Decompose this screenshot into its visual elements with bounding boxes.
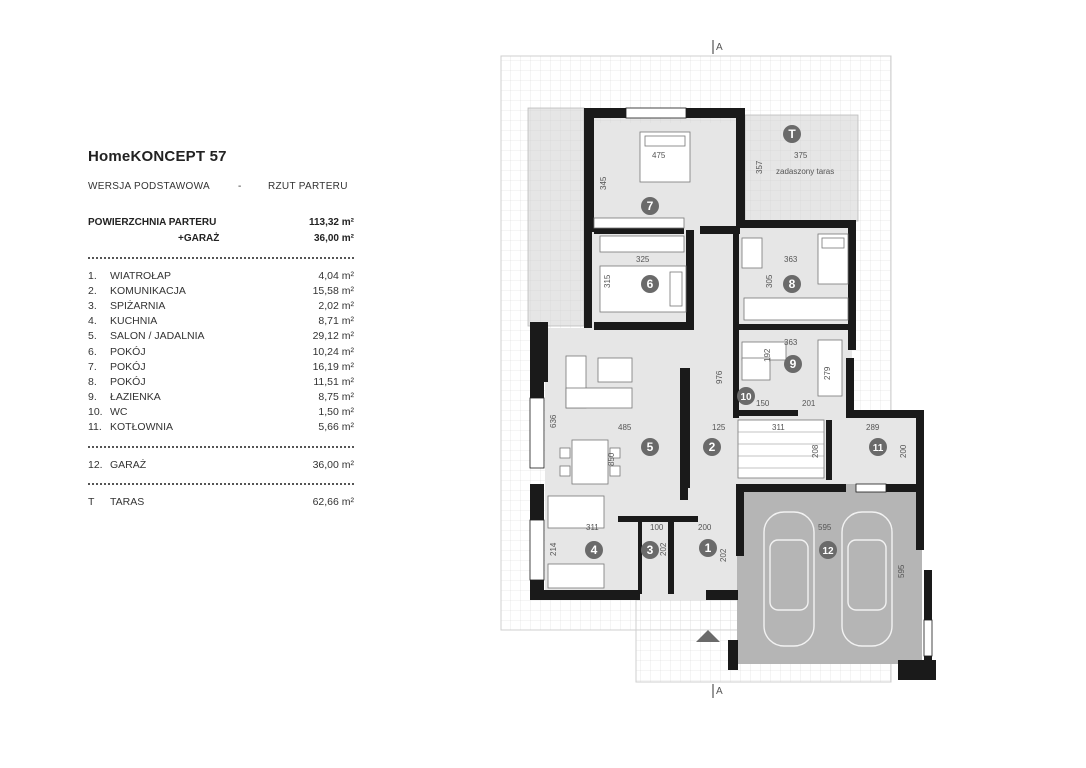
cars — [763, 511, 893, 647]
dimension-label: 150 — [756, 399, 770, 408]
room-markers: 1 2 3 4 5 6 7 8 9 10 11 12 T — [585, 125, 887, 559]
room-number-terrace: T — [788, 127, 796, 141]
dimension-label: 636 — [549, 414, 558, 428]
ground-area-row: POWIERZCHNIA PARTERU 113,32 m² — [88, 214, 354, 230]
room-number-7: 7 — [647, 199, 654, 213]
room-number-12: 12 — [822, 546, 834, 557]
dimension-label: 311 — [586, 523, 599, 532]
dimension-label: 850 — [607, 452, 616, 466]
legend-divider — [88, 446, 354, 449]
terrace-strip — [584, 115, 744, 123]
room-number-1: 1 — [705, 541, 712, 555]
dimension-label: 345 — [599, 176, 608, 190]
room-number-3: 3 — [647, 543, 654, 557]
room-number-2: 2 — [709, 440, 716, 454]
terrace-top — [744, 114, 859, 222]
terrace-label: zadaszony taras — [776, 167, 834, 176]
dimension-label: 595 — [897, 564, 906, 578]
dimension-label: 200 — [698, 523, 712, 532]
ground-area-value: 113,32 m² — [308, 216, 354, 228]
dimension-label: 279 — [823, 366, 832, 380]
terrace-left — [527, 107, 585, 327]
dimension-label: 289 — [866, 423, 880, 432]
dimension-label: 125 — [712, 423, 726, 432]
room-number-9: 9 — [790, 357, 797, 371]
section-marker-top: A — [716, 42, 723, 53]
room-number-10: 10 — [740, 392, 752, 403]
legend-panel: HomeKONCEPT 57 WERSJA PODSTAWOWA - RZUT … — [88, 148, 354, 509]
dimension-label: 363 — [784, 255, 798, 264]
dimension-label: 375 — [794, 151, 808, 160]
garage-area-row: +GARAŻ 36,00 m² — [88, 230, 354, 246]
version-dash: - — [238, 181, 242, 192]
dimension-label: 325 — [636, 255, 650, 264]
dimension-label: 100 — [650, 523, 664, 532]
dimension-label: 192 — [763, 348, 772, 362]
dimension-label: 201 — [802, 399, 816, 408]
entrance-arrow — [696, 630, 720, 642]
dimension-label: 200 — [899, 444, 908, 458]
dimension-label: 202 — [719, 548, 728, 562]
version-label: WERSJA PODSTAWOWA — [88, 181, 210, 192]
plan-label: RZUT PARTERU — [268, 181, 348, 192]
dimension-label: 595 — [818, 523, 832, 532]
room-number-4: 4 — [591, 543, 598, 557]
stair-treads — [738, 431, 824, 469]
room-number-11: 11 — [873, 443, 884, 454]
dimension-label: 357 — [755, 160, 764, 174]
section-marker-bottom: A — [716, 686, 723, 697]
dimension-label: 315 — [603, 274, 612, 288]
garage-area-value: 36,00 m² — [313, 232, 354, 244]
dimension-label: 214 — [549, 542, 558, 556]
legend-divider — [88, 483, 354, 486]
dimension-label: 311 — [772, 423, 785, 432]
furniture — [547, 131, 849, 589]
legend-divider — [88, 257, 354, 259]
garage-floor — [737, 484, 922, 664]
room-number-6: 6 — [647, 277, 654, 291]
ground-area-label: POWIERZCHNIA PARTERU — [88, 216, 217, 228]
dimension-label: 202 — [659, 542, 668, 556]
room-number-5: 5 — [647, 440, 654, 454]
dimension-label: 305 — [765, 274, 774, 288]
dimension-label: 475 — [652, 151, 666, 160]
dimension-label: 363 — [784, 338, 798, 347]
windows — [529, 107, 933, 657]
version-row: WERSJA PODSTAWOWA - RZUT PARTERU — [88, 181, 354, 192]
dimension-label: 208 — [811, 444, 820, 458]
room-number-8: 8 — [789, 277, 796, 291]
dimension-label: 485 — [618, 423, 632, 432]
garage-area-label: +GARAŻ — [178, 232, 220, 244]
dimension-label: 976 — [715, 370, 724, 384]
project-title: HomeKONCEPT 57 — [88, 148, 227, 165]
